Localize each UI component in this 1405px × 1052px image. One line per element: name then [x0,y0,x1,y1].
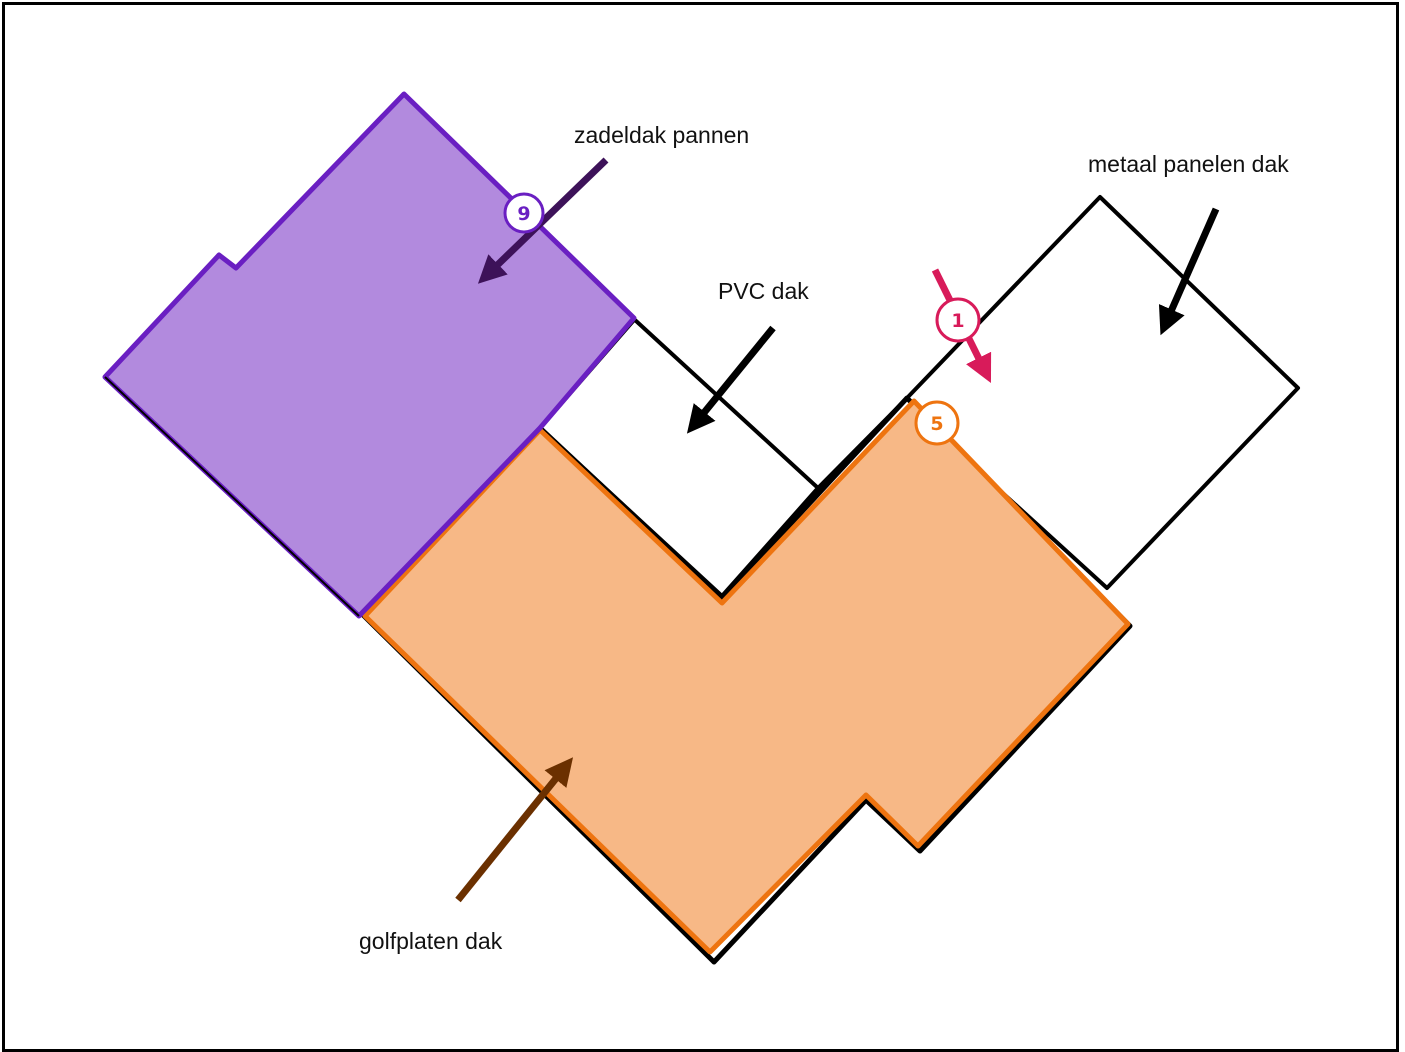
label-golfplaten: golfplaten dak [359,928,503,954]
label-zadeldak: zadeldak pannen [574,122,749,148]
badge-9: 9 [503,192,545,234]
arrow-pvc [686,325,776,434]
label-pvc: PVC dak [718,278,809,304]
badge-5-text: 5 [930,413,943,435]
badge-5: 5 [914,400,960,446]
golfplaten-roof [362,398,1131,955]
badge-1-text: 1 [951,310,964,332]
label-metaal: metaal panelen dak [1088,151,1289,177]
arrow-zadeldak [477,157,609,284]
badge-9-text: 9 [517,203,530,225]
arrow-golfplaten [455,757,574,903]
badge-1: 1 [935,297,981,343]
arrow-metaal [1158,207,1220,336]
zadeldak-roof-shadow [104,376,360,617]
